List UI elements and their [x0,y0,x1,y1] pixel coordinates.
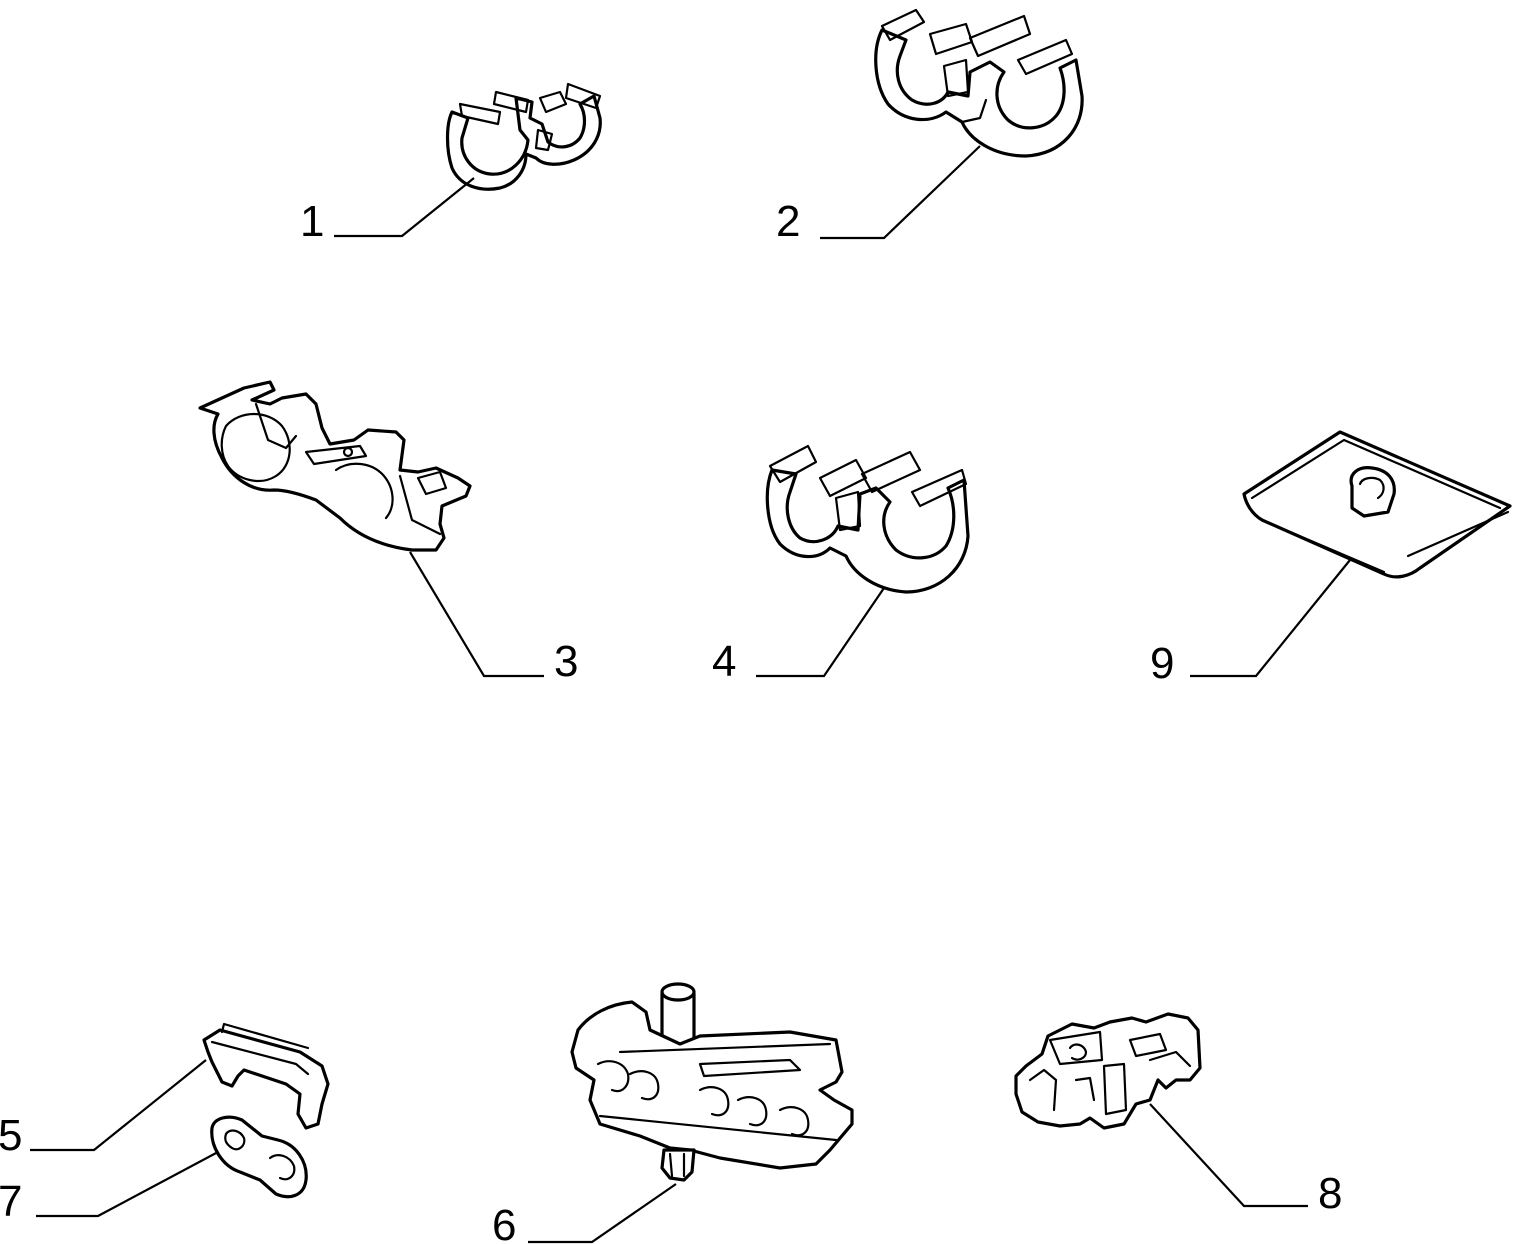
leader-line-5 [30,1059,207,1152]
part-8-clip-block-icon [1014,1012,1202,1130]
part-4-clip-icon [765,444,970,594]
part-1-clip-icon [445,82,602,191]
callout-9: 9 [1150,639,1174,688]
leader-line-7 [36,1151,219,1218]
leader-line-2 [820,145,981,240]
part-2-clip-icon [874,8,1084,158]
leader-line-8 [1149,1103,1308,1208]
leader-line-3 [409,551,544,678]
callout-2: 2 [776,197,800,246]
part-3-bracket-icon [198,380,472,552]
leader-line-6 [528,1183,677,1244]
callout-7: 7 [0,1177,22,1226]
part-7-small-clip-icon [210,1115,308,1199]
part-6-holder-icon [570,982,854,1182]
callout-6: 6 [492,1201,516,1244]
callout-5: 5 [0,1111,22,1160]
callout-1: 1 [300,197,324,246]
callout-8: 8 [1318,1169,1342,1218]
leader-line-9 [1190,559,1351,678]
part-5-retaining-clip-icon [202,1022,330,1130]
part-9-plate-icon [1242,430,1512,579]
leader-line-4 [756,587,885,678]
callout-4: 4 [712,637,736,686]
leader-line-1 [334,177,475,238]
callout-3: 3 [554,637,578,686]
